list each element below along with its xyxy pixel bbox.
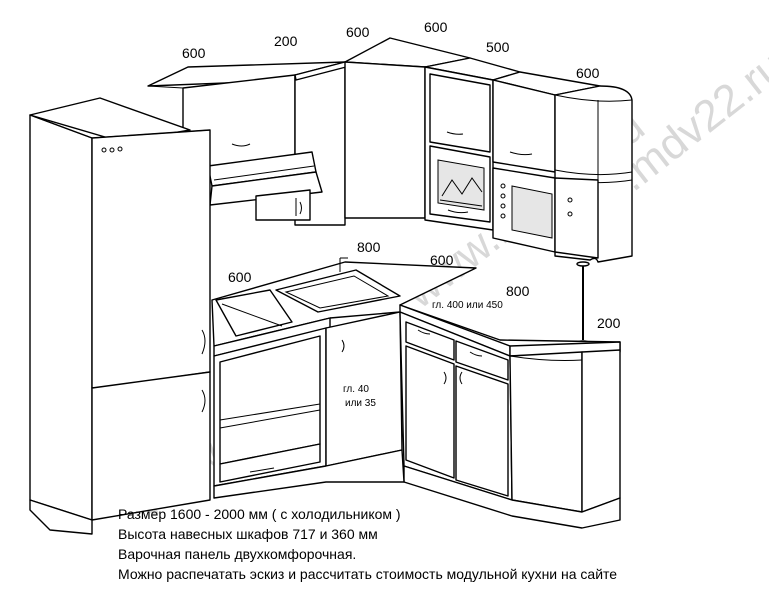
- base-corner-cabinet: [399, 311, 513, 501]
- caption-site: Можно распечатать эскиз и рассчитать сто…: [118, 566, 618, 582]
- plinth: [213, 449, 621, 529]
- dim-upper-500: 500: [486, 39, 510, 55]
- dim-counter-600-left: 600: [228, 269, 252, 285]
- upper-cabinet-microwave: [424, 57, 521, 231]
- dim-counter-600-mid: 600: [430, 252, 454, 268]
- support-pole: [576, 261, 590, 346]
- depth-note-corner: гл. 400 или 450: [432, 300, 503, 311]
- depth-note-base-2: или 35: [345, 398, 376, 409]
- base-end-cabinet: [509, 349, 621, 513]
- dim-counter-800: 800: [357, 239, 381, 255]
- cooktop: [215, 289, 293, 337]
- sink: [275, 257, 401, 313]
- depth-note-base-1: гл. 40: [343, 384, 369, 395]
- dim-upper-200: 200: [274, 33, 298, 49]
- upper-cabinet-500: [492, 71, 601, 173]
- caption-heights: Высота навесных шкафов 717 и 360 мм: [118, 526, 378, 542]
- caption-cooktop: Варочная панель двухкомфорочная.: [118, 546, 357, 562]
- refrigerator: [29, 97, 211, 535]
- dim-corner-a: 600: [346, 24, 370, 40]
- dim-corner-b: 600: [424, 19, 448, 35]
- dim-counter-800-right: 800: [506, 283, 530, 299]
- microwave: [492, 167, 599, 259]
- dim-upper-600: 600: [576, 65, 600, 81]
- caption-size: Размер 1600 - 2000 мм ( с холодильником …: [118, 506, 401, 522]
- dim-shelf-200: 200: [597, 315, 621, 331]
- dim-upper-left: 600: [182, 45, 206, 61]
- base-cabinet-oven: [213, 327, 327, 487]
